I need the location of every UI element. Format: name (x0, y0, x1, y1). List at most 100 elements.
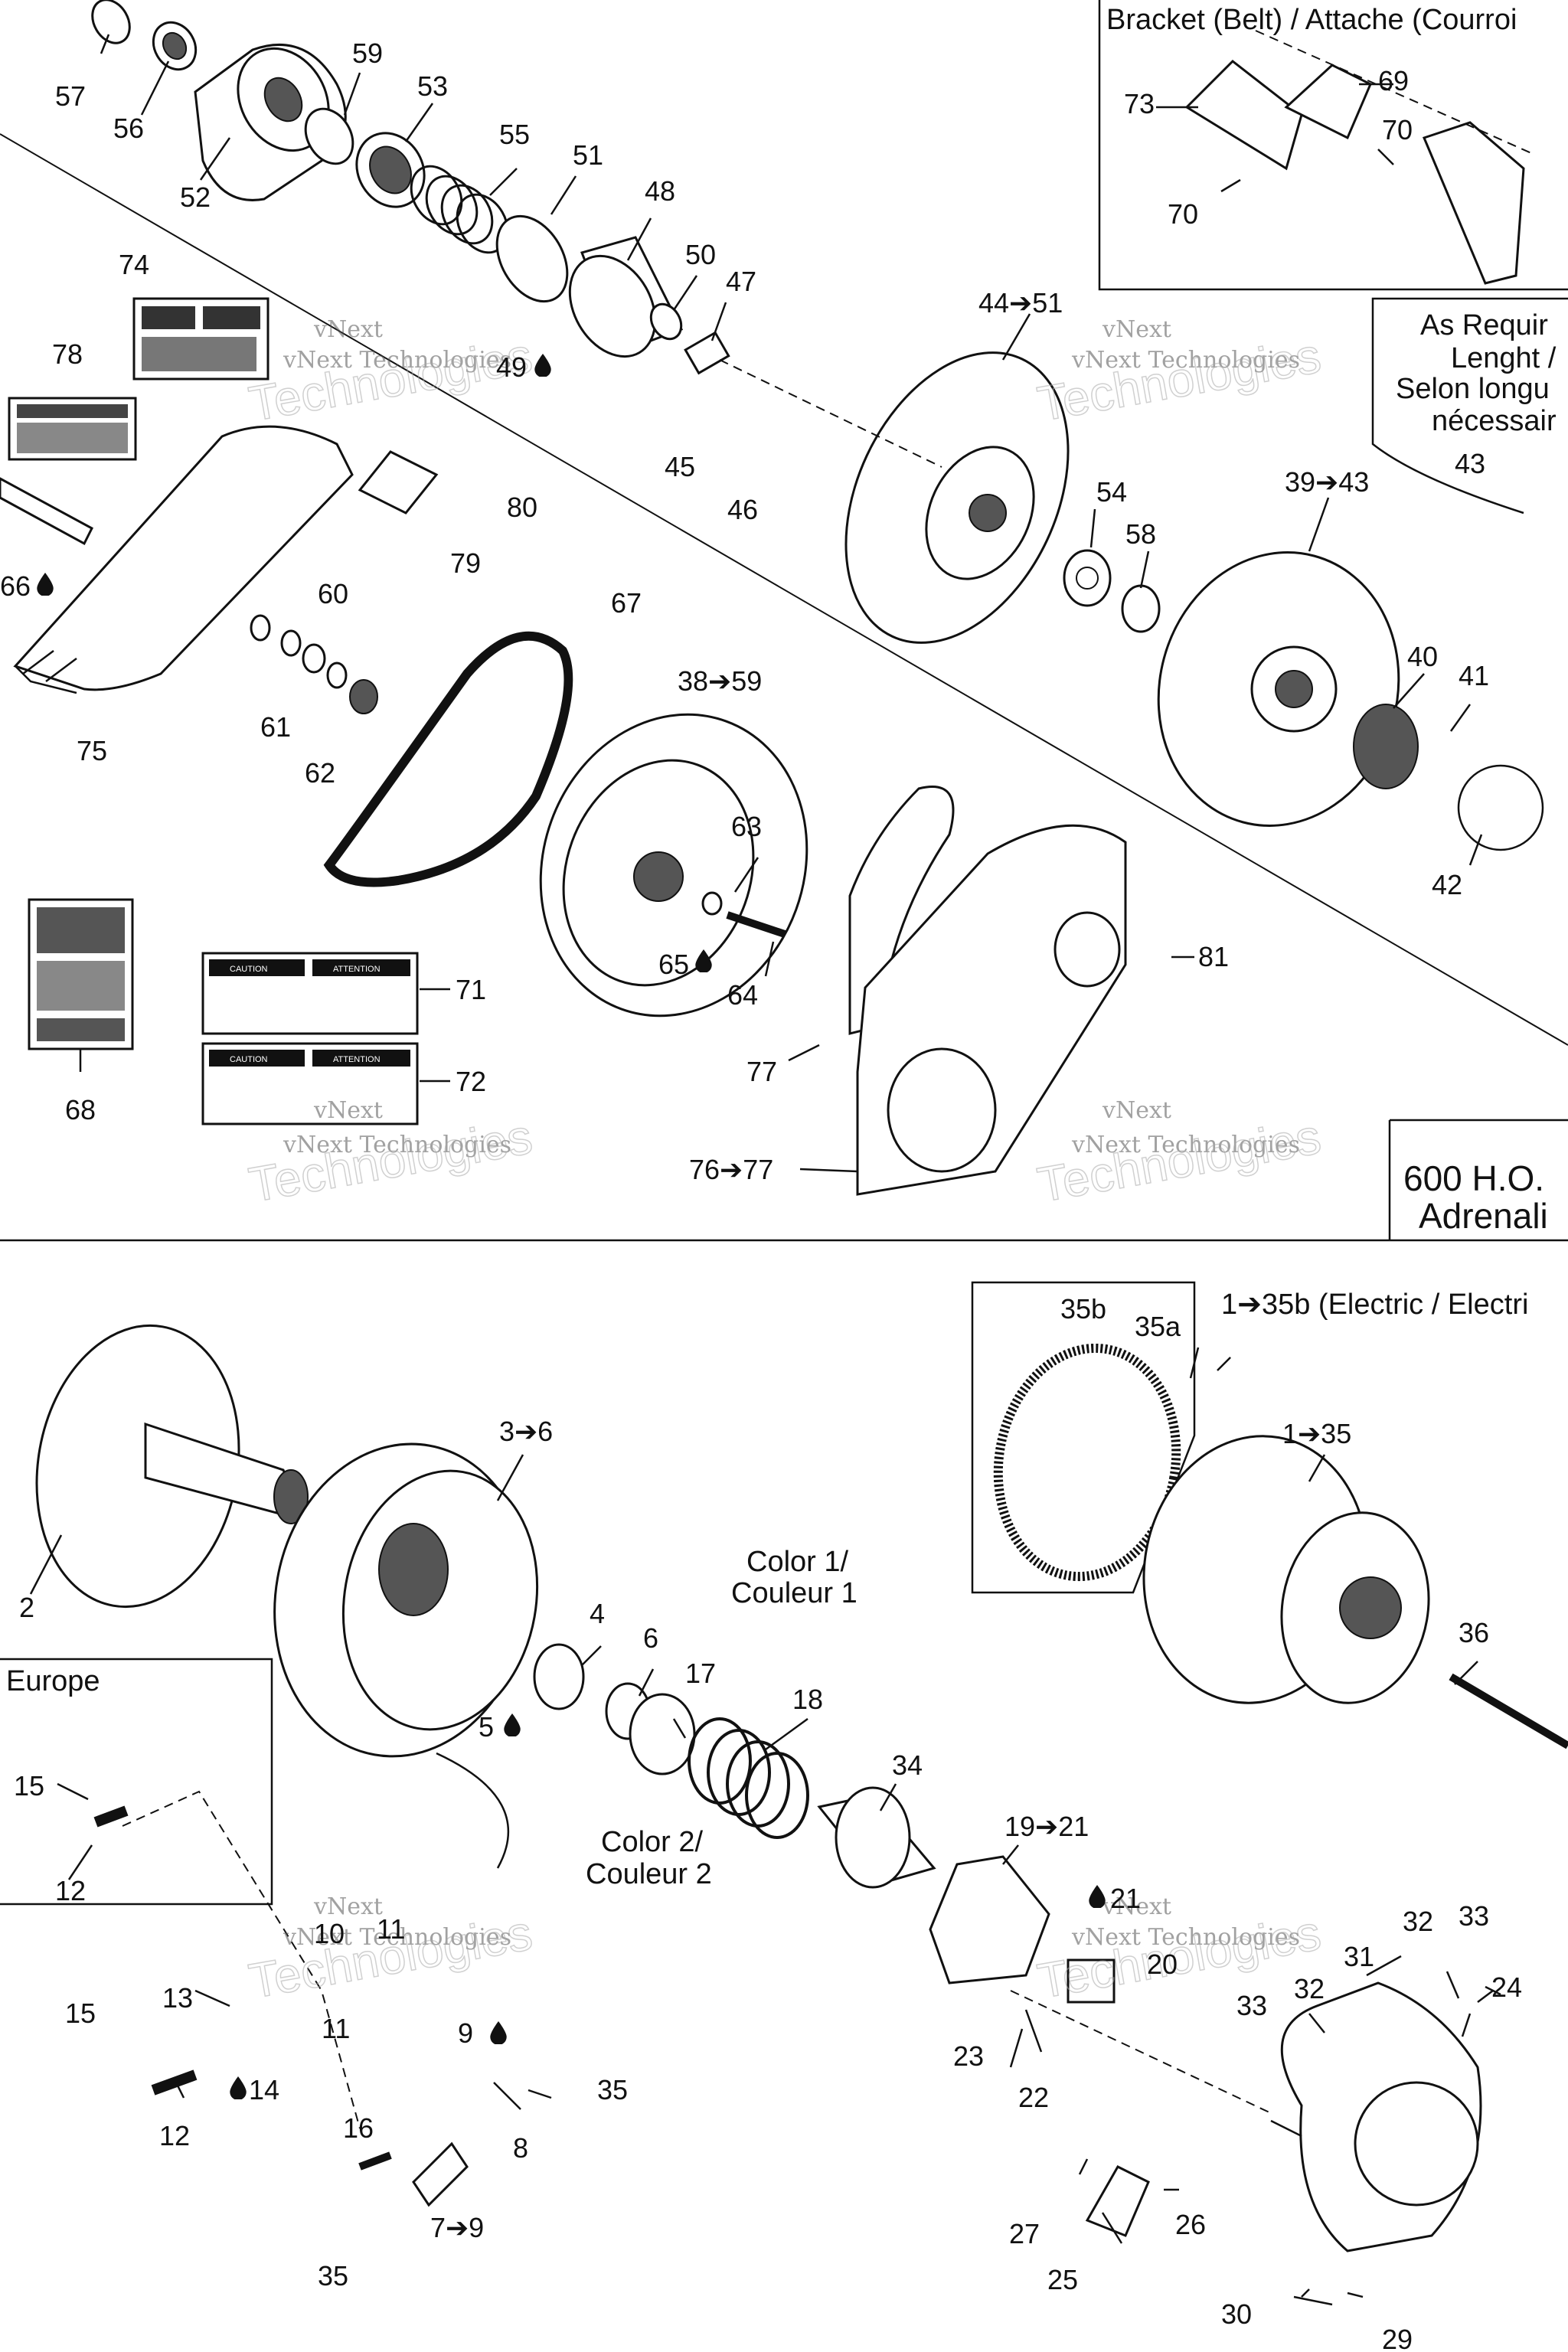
electric-box-title: 1➔35b (Electric / Electri (1221, 1289, 1528, 1321)
svg-text:Technologies: Technologies (1034, 1109, 1325, 1213)
callout-33-mid: 33 (1236, 1990, 1267, 2021)
callout-72: 72 (456, 1066, 486, 1097)
callout-42: 42 (1432, 869, 1462, 900)
part-4 (533, 1643, 585, 1710)
watermark-1: vNext vNext Technologies Technologies (244, 316, 537, 433)
part-3-6 (273, 1442, 539, 1758)
callout-45: 45 (665, 451, 695, 482)
part-44-51 (844, 351, 1070, 644)
callout-34: 34 (892, 1749, 923, 1781)
model-line1: 600 H.O. (1403, 1158, 1544, 1198)
svg-text:vNext: vNext (1102, 316, 1171, 343)
part-42-inset (1457, 764, 1544, 851)
callout-63: 63 (731, 811, 762, 842)
callout-3-6: 3➔6 (499, 1416, 553, 1447)
callout-17: 17 (685, 1658, 716, 1689)
part-1-35 (1142, 1435, 1430, 1704)
part-62 (349, 679, 378, 714)
callout-29: 29 (1382, 2324, 1413, 2352)
part-17 (629, 1693, 696, 1775)
callout-78: 78 (52, 338, 83, 370)
callout-12: 12 (159, 2120, 190, 2151)
part-77 (848, 786, 955, 1035)
callout-79: 79 (450, 547, 481, 579)
callout-20: 20 (1147, 1949, 1178, 1980)
callout-1-35: 1➔35 (1282, 1418, 1351, 1449)
color2-line1: Color 2/ (601, 1826, 703, 1858)
callout-51: 51 (573, 139, 603, 171)
callout-19-21: 19➔21 (1004, 1811, 1089, 1842)
callout-48: 48 (645, 175, 675, 207)
callout-71: 71 (456, 974, 486, 1005)
part-60c (326, 662, 348, 689)
callout-68: 68 (65, 1094, 96, 1125)
callout-33-top: 33 (1459, 1900, 1489, 1932)
as-required-line1: As Requir (1420, 309, 1548, 341)
svg-text:Technologies: Technologies (1034, 328, 1325, 432)
callout-81: 81 (1198, 941, 1229, 972)
callout-30: 30 (1221, 2298, 1252, 2330)
drop-icon (490, 2021, 507, 2044)
part-73 (1184, 60, 1303, 171)
decal-71-attention: ATTENTION (333, 965, 381, 974)
callout-39-43: 39➔43 (1285, 466, 1369, 498)
callout-70-left: 70 (1168, 198, 1198, 230)
callout-60: 60 (318, 578, 348, 609)
callout-18: 18 (792, 1684, 823, 1715)
part-39-43 (1157, 551, 1400, 827)
part-66 (0, 477, 93, 546)
part-19-21 (929, 1855, 1050, 1984)
part-60b (280, 629, 302, 657)
callout-35b: 35b (1060, 1293, 1106, 1325)
callout-35-bottom: 35 (318, 2260, 348, 2292)
callout-77: 77 (746, 1056, 777, 1087)
svg-text:vNext Technologies: vNext Technologies (1071, 1132, 1300, 1158)
svg-text:vNext: vNext (1102, 1893, 1171, 1920)
decal-68 (28, 898, 134, 1050)
callouts: 57 56 52 59 53 55 51 48 50 47 49 74 78 6… (0, 38, 1522, 2352)
svg-text:vNext Technologies: vNext Technologies (283, 1924, 511, 1951)
callout-57: 57 (55, 80, 86, 112)
decal-71-caution: CAUTION (230, 965, 268, 974)
callout-41: 41 (1459, 660, 1489, 691)
svg-text:vNext: vNext (313, 316, 383, 343)
part-58 (1121, 584, 1161, 633)
callout-23: 23 (953, 2040, 984, 2072)
part-18 (688, 1717, 809, 1839)
color2-line2: Couleur 2 (586, 1858, 712, 1890)
box-titles: Bracket (Belt) / Attache (Courroi As Req… (6, 4, 1557, 1890)
svg-text:vNext Technologies: vNext Technologies (283, 1132, 511, 1158)
callout-12-europe: 12 (55, 1875, 86, 1906)
part-57 (91, 0, 131, 44)
svg-text:vNext: vNext (313, 1893, 383, 1920)
part-75 (13, 425, 354, 694)
drop-icon (504, 1713, 521, 1736)
decal-72: CAUTION ATTENTION (201, 1042, 419, 1125)
decal-78 (8, 397, 137, 461)
europe-box-title: Europe (6, 1665, 100, 1697)
callout-35a: 35a (1135, 1311, 1181, 1342)
watermark-4: vNext vNext Technologies Technologies (1033, 1097, 1325, 1214)
part-53 (355, 132, 426, 208)
callout-69: 69 (1378, 65, 1409, 96)
callout-14: 14 (249, 2074, 279, 2105)
callout-76-77: 76➔77 (689, 1154, 773, 1185)
callout-21: 21 (1110, 1883, 1141, 1914)
callout-15: 15 (65, 1998, 96, 2029)
callout-53: 53 (417, 70, 448, 102)
part-24 (1280, 1981, 1482, 2252)
callout-54: 54 (1096, 476, 1127, 508)
part-59 (304, 107, 354, 165)
decal-74 (132, 297, 270, 381)
model-line2: Adrenali (1419, 1196, 1548, 1236)
part-63 (701, 891, 723, 916)
svg-text:vNext: vNext (1102, 1097, 1171, 1124)
callout-11-top: 11 (377, 1913, 405, 1945)
callout-50: 50 (685, 239, 716, 270)
callout-67: 67 (611, 587, 642, 619)
callout-66: 66 (0, 570, 31, 602)
part-60a (250, 614, 271, 642)
assembly-lines (122, 30, 1532, 2129)
color1-line1: Color 1/ (746, 1546, 848, 1578)
